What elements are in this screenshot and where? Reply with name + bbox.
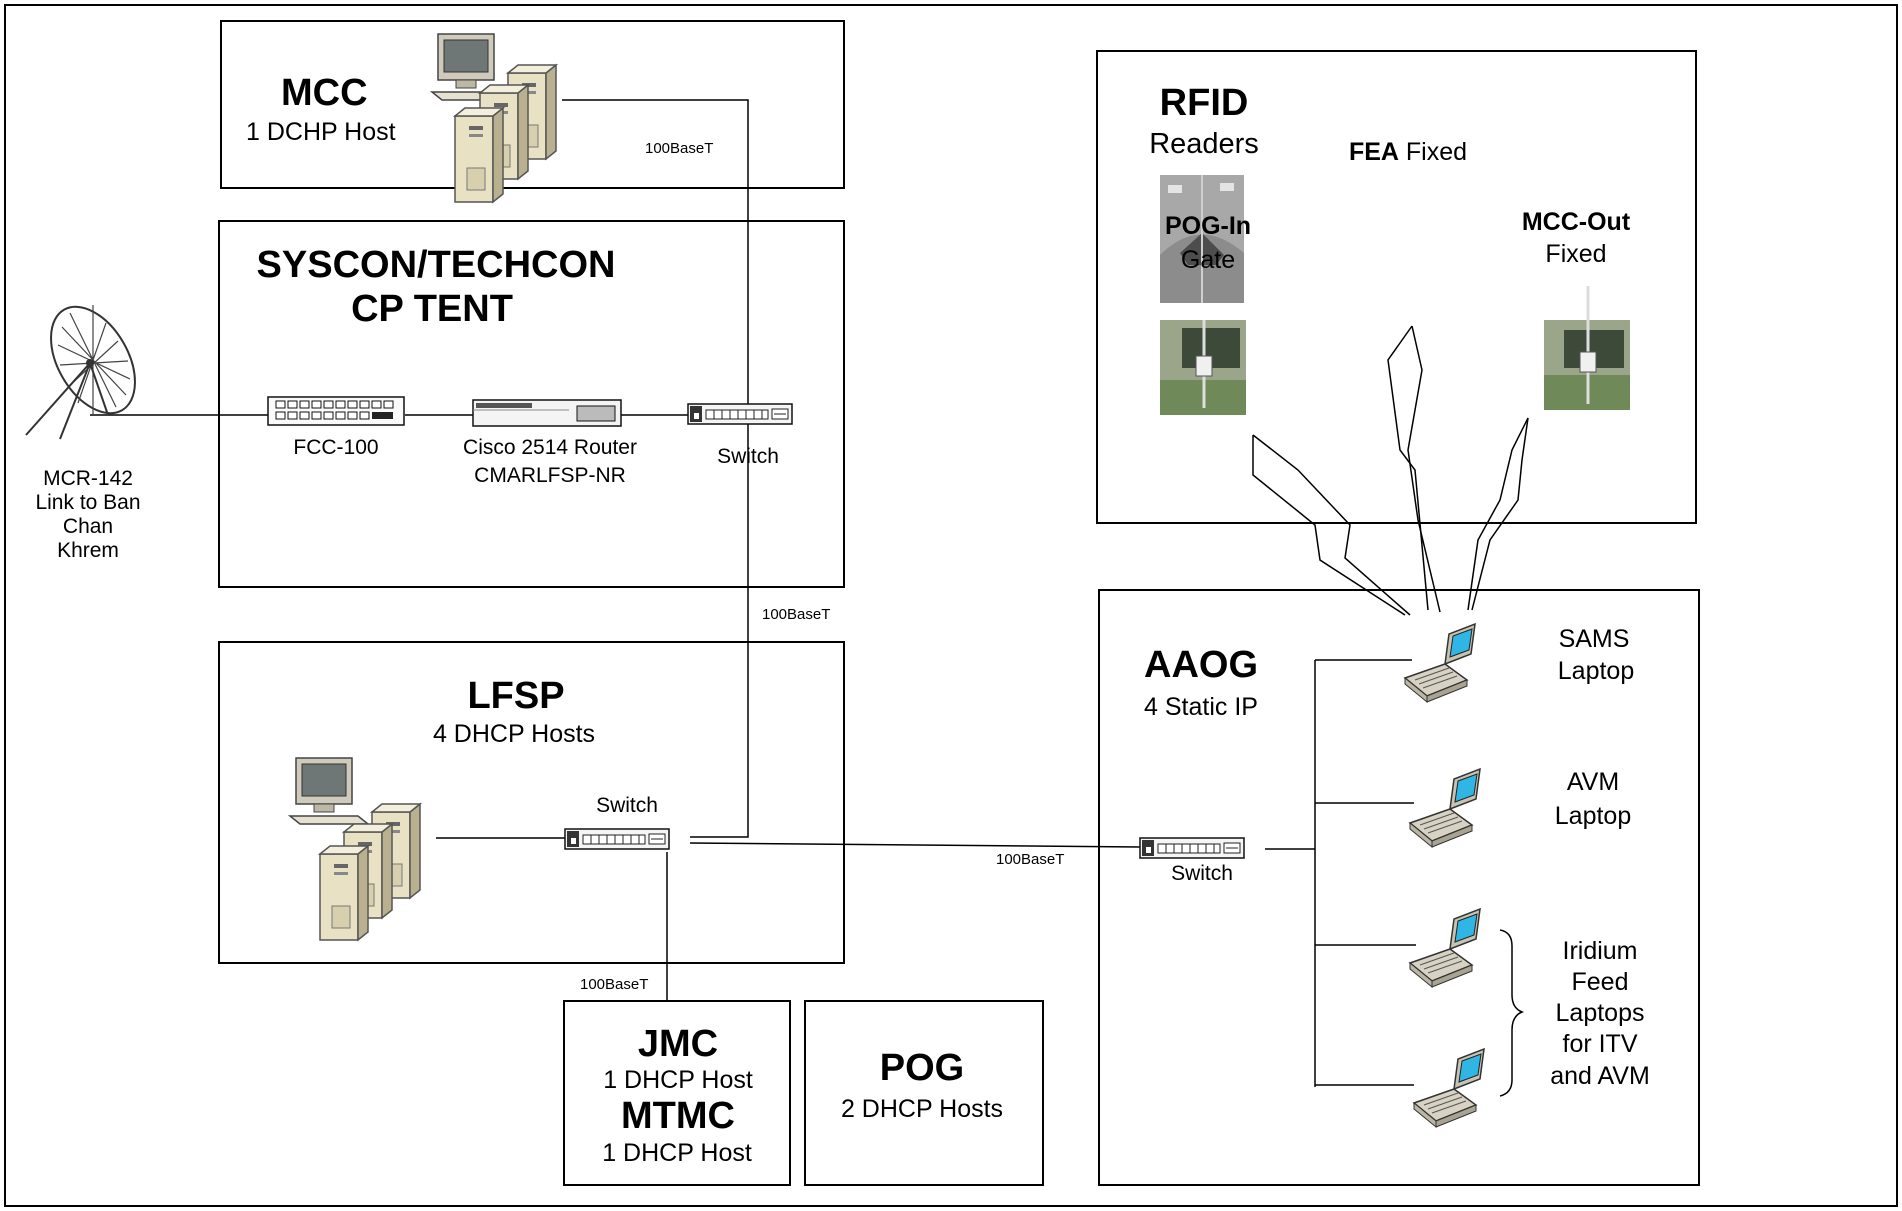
pog-box (804, 1000, 1044, 1186)
satellite-dish-icon (25, 305, 136, 440)
lfsp-jmc-link-label: 100BaseT (580, 976, 649, 993)
lfsp-aaog-link-label: 100BaseT (996, 851, 1065, 868)
iridium-brace (1499, 929, 1525, 1097)
satellite-label-line4: Khrem (57, 539, 119, 562)
iridium-label-line4: for ITV (1562, 1030, 1638, 1058)
iridium-label-line5: and AVM (1550, 1062, 1650, 1090)
pog-title: POG (879, 1047, 965, 1089)
mcc-title: MCC (281, 72, 368, 114)
mcc-link-label: 100BaseT (645, 140, 714, 157)
avm-label-line2: Laptop (1554, 802, 1632, 830)
mcc-out-label-line2: Fixed (1545, 240, 1607, 268)
pog-in-label-line2: Gate (1180, 246, 1236, 274)
lfsp-switch-icon (564, 828, 670, 850)
syscon-switch-icon (687, 403, 793, 425)
satellite-label-line3: Chan (62, 515, 114, 538)
mcc-out-reader-photo (1544, 286, 1630, 410)
syscon-lfsp-link-label: 100BaseT (762, 606, 831, 623)
lfsp-computer-icon (289, 757, 421, 941)
fea-label: FEA Fixed (1349, 138, 1467, 167)
pog-in-label-line1: POG-In (1164, 212, 1252, 240)
mtmc-subtitle-clip: 1 DHCP Host (566, 1135, 788, 1167)
rfid-subtitle: Readers (1149, 128, 1259, 160)
lfsp-box (218, 641, 845, 964)
iridium-label-line3: Laptops (1555, 999, 1645, 1027)
mcc-subtitle: 1 DCHP Host (246, 118, 396, 146)
fcc-100-device-icon (267, 396, 405, 426)
mtmc-subtitle: 1 DHCP Host (602, 1139, 752, 1167)
satellite-label-line2: Link to Ban (35, 491, 141, 514)
sams-label-line1: SAMS (1558, 625, 1630, 653)
router-label-line1: Cisco 2514 Router (463, 436, 637, 459)
fea-label-rest: Fixed (1398, 138, 1468, 166)
iridium-laptop-icon-2 (1413, 1048, 1485, 1128)
fcc-label: FCC-100 (293, 436, 379, 459)
fea-reader-photo (1160, 175, 1244, 303)
jmc-title: JMC (637, 1023, 719, 1065)
router-label-line2: CMARLFSP-NR (474, 464, 626, 487)
rfid-title: RFID (1159, 82, 1249, 124)
sams-laptop-icon (1404, 623, 1476, 703)
avm-laptop-icon (1409, 768, 1481, 848)
aaog-switch-label: Switch (1171, 862, 1233, 885)
lfsp-switch-label: Switch (596, 794, 658, 817)
avm-label-line1: AVM (1566, 768, 1620, 796)
aaog-box (1098, 589, 1700, 1186)
fea-label-bold: FEA (1348, 138, 1399, 166)
iridium-label-line1: Iridium (1562, 937, 1638, 965)
pog-in-reader-photo (1160, 320, 1246, 415)
iridium-laptop-icon-1 (1409, 908, 1481, 988)
rfid-box (1096, 50, 1697, 524)
wireless-signals (1252, 325, 1529, 616)
iridium-label-line2: Feed (1571, 968, 1629, 996)
network-lines (90, 99, 1416, 1087)
lfsp-subtitle: 4 DHCP Hosts (432, 720, 596, 748)
syscon-box (218, 220, 845, 588)
jmc-box (563, 1000, 791, 1186)
syscon-switch-label: Switch (717, 445, 779, 468)
mcc-out-label-line1: MCC-Out (1521, 208, 1631, 236)
syscon-title-line1: SYSCON/TECHCON (256, 244, 616, 286)
satellite-label-line1: MCR-142 (43, 467, 133, 490)
mtmc-title: MTMC (621, 1095, 735, 1137)
aaog-switch-icon (1139, 837, 1245, 859)
pog-subtitle: 2 DHCP Hosts (840, 1095, 1004, 1123)
sams-label-line2: Laptop (1557, 657, 1635, 685)
syscon-title-line2: CP TENT (351, 288, 513, 330)
router-icon (472, 399, 622, 427)
outer-border (4, 4, 1898, 1207)
mcc-box (220, 20, 845, 189)
aaog-title: AAOG (1144, 644, 1258, 686)
aaog-subtitle: 4 Static IP (1144, 693, 1258, 721)
jmc-subtitle: 1 DHCP Host (603, 1066, 753, 1094)
mcc-computer-icon (431, 33, 557, 203)
lfsp-title: LFSP (467, 675, 565, 717)
